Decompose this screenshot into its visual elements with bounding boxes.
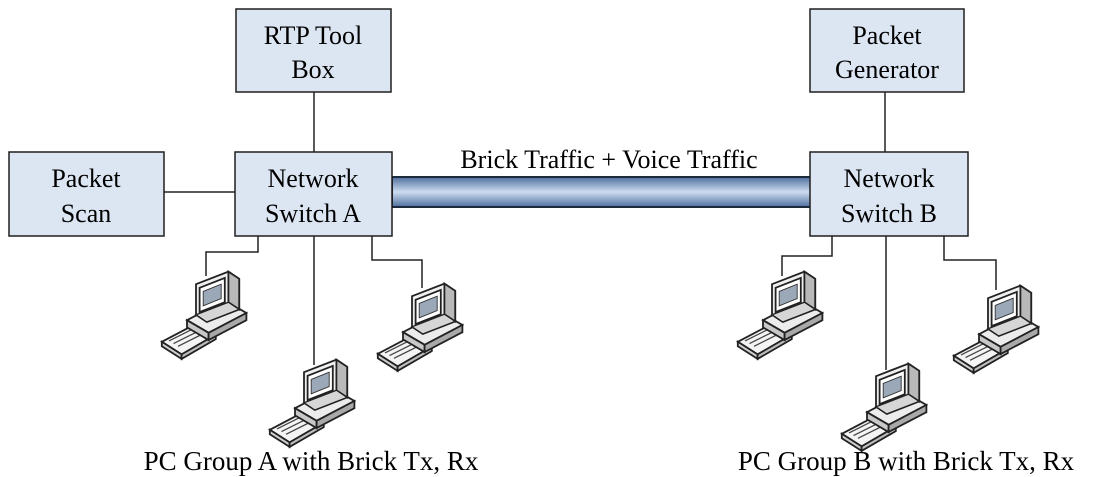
pc-group-b xyxy=(736,270,1040,452)
packet-scan-line-1: Packet xyxy=(51,164,121,193)
link-switch-a-pc-left xyxy=(205,236,259,276)
link-switch-b-pc-left xyxy=(781,236,833,276)
switch-b-line-1: Network xyxy=(844,164,935,193)
packet-generator-node: Packet Generator xyxy=(809,8,965,93)
desktop-computer-icon xyxy=(268,358,356,448)
trunk-link-label: Brick Traffic + Voice Traffic xyxy=(460,145,757,174)
desktop-computer-icon xyxy=(160,270,248,360)
link-switch-a-pc-right xyxy=(371,236,423,288)
trunk-link-bar xyxy=(391,176,812,208)
packet-generator-line-1: Packet xyxy=(852,21,922,50)
pc-group-b-caption: PC Group B with Brick Tx, Rx xyxy=(738,446,1075,476)
packet-scan-line-2: Scan xyxy=(61,199,112,228)
pc-group-a-caption: PC Group A with Brick Tx, Rx xyxy=(144,446,479,476)
desktop-computer-icon xyxy=(840,362,928,452)
rtp-toolbox-line-1: RTP Tool xyxy=(264,21,362,50)
network-switch-a-node: Network Switch A xyxy=(234,151,393,237)
switch-b-line-2: Switch B xyxy=(841,199,937,228)
rtp-toolbox-line-2: Box xyxy=(291,55,334,84)
connection-lines xyxy=(164,92,997,370)
switch-a-line-2: Switch A xyxy=(265,199,361,228)
desktop-computer-icon xyxy=(376,282,464,372)
trunk-link: Brick Traffic + Voice Traffic xyxy=(391,145,812,208)
desktop-computer-icon xyxy=(952,284,1040,374)
desktop-computer-icon xyxy=(736,270,824,360)
packet-generator-line-2: Generator xyxy=(835,55,939,84)
packet-scan-node: Packet Scan xyxy=(8,151,165,237)
link-switch-b-pc-right xyxy=(943,236,997,290)
rtp-toolbox-node: RTP Tool Box xyxy=(235,8,392,93)
network-switch-b-node: Network Switch B xyxy=(809,151,969,237)
switch-a-line-1: Network xyxy=(268,164,359,193)
pc-group-a xyxy=(160,270,464,448)
